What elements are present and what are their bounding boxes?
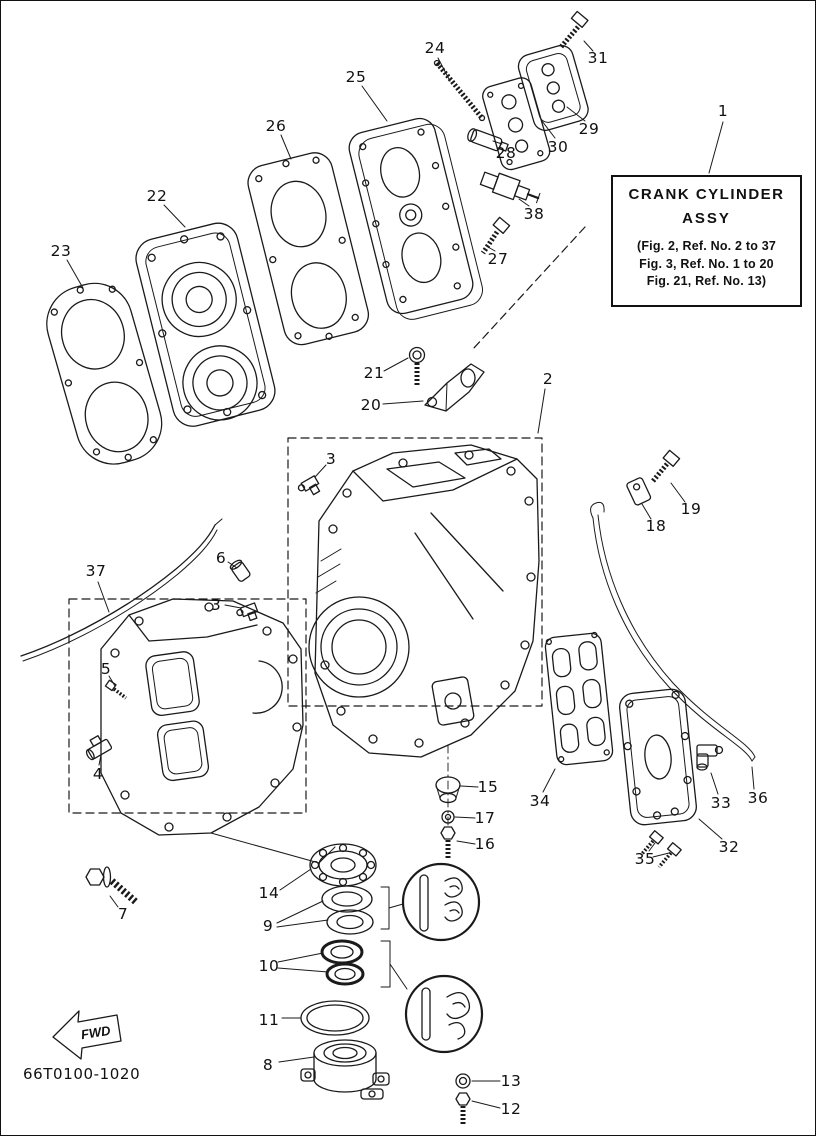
part-37-link-rod: [20, 518, 223, 662]
part-23-gasket: [46, 282, 163, 465]
callout-11: 11: [258, 1011, 280, 1029]
part-34-gasket: [544, 631, 614, 766]
callout-5: 5: [100, 660, 112, 678]
leader-lines: [66, 40, 755, 1109]
callout-35: 35: [634, 850, 656, 868]
diagram-code: 66T0100-1020: [23, 1065, 141, 1083]
callout-18: 18: [645, 517, 667, 535]
part-13-washer: [455, 1073, 471, 1089]
part-20-bracket: [424, 363, 485, 412]
part-3-fittings: [236, 475, 321, 622]
callout-22: 22: [146, 187, 168, 205]
part-22-cylinder-head: [135, 222, 276, 427]
callout-16: 16: [474, 835, 496, 853]
part-15-grommet: [435, 744, 461, 828]
ref-line-3: Fig. 21, Ref. No. 13): [646, 274, 767, 288]
callout-29: 29: [578, 120, 600, 138]
callout-1: 1: [717, 102, 729, 120]
part-27-bolt: [480, 216, 511, 255]
callout-34: 34: [529, 792, 551, 810]
ref-line-2: Fig. 3, Ref. No. 1 to 20: [639, 256, 774, 271]
callout-33: 33: [710, 794, 732, 812]
part-2-cylinder-block: [308, 444, 540, 758]
callout-6: 6: [215, 549, 227, 567]
callout-4: 4: [92, 765, 104, 783]
callout-3b: 3: [210, 596, 222, 614]
part-36-hose: [590, 501, 756, 762]
callout-12: 12: [500, 1100, 522, 1118]
callout-10: 10: [258, 957, 280, 975]
callout-7: 7: [117, 905, 129, 923]
detail-circle-a: [401, 862, 481, 942]
part-6-pin: [229, 559, 251, 582]
assembly-subtitle: ASSY: [682, 210, 731, 227]
crankcase-half: [100, 598, 336, 864]
callout-14: 14: [258, 884, 280, 902]
callout-27: 27: [487, 250, 509, 268]
callout-13: 13: [500, 1072, 522, 1090]
callout-24: 24: [424, 39, 446, 57]
part-31-bolt: [559, 10, 589, 49]
callout-17: 17: [474, 809, 496, 827]
fwd-label: FWD: [80, 1023, 112, 1043]
callout-9: 9: [262, 917, 274, 935]
callout-15: 15: [477, 778, 499, 796]
callout-2: 2: [542, 370, 554, 388]
callout-30: 30: [547, 138, 569, 156]
part-10-seal-rings: [320, 939, 365, 986]
part-29-cover: [517, 44, 589, 131]
part-5-bolt: [104, 679, 128, 700]
part-18-fitting: [626, 477, 652, 506]
callout-3a: 3: [325, 450, 337, 468]
callout-20: 20: [360, 396, 382, 414]
callout-26: 26: [265, 117, 287, 135]
detail-brackets: [380, 886, 408, 990]
part-32-side-cover: [619, 688, 697, 826]
callout-21: 21: [363, 364, 385, 382]
callout-37: 37: [85, 562, 107, 580]
fwd-arrow: FWD: [52, 1010, 122, 1060]
part-28-fitting: [467, 128, 509, 152]
part-35-bolts: [639, 830, 682, 869]
callout-8: 8: [262, 1056, 274, 1074]
ref-line-1: (Fig. 2, Ref. No. 2 to 37: [636, 239, 777, 253]
part-38-spark-plug: [479, 171, 541, 204]
part-24-stud-bolt: [433, 59, 486, 122]
callout-36: 36: [747, 789, 769, 807]
callout-25: 25: [345, 68, 367, 86]
detail-circle-b: [404, 974, 484, 1054]
part-11-o-ring: [300, 1000, 370, 1036]
assembly-title-box: CRANK CYLINDER ASSY (Fig. 2, Ref. No. 2 …: [611, 175, 802, 307]
part-21-bolt: [408, 346, 426, 385]
part-14-bearing: [309, 843, 377, 887]
part-26-gasket: [247, 152, 370, 346]
part-4-fitting: [85, 735, 113, 761]
part-19-bolt: [651, 449, 681, 483]
part-12-bolt: [455, 1092, 471, 1125]
part-33-elbow-fitting: [696, 744, 724, 771]
part-8-seal-housing: [300, 1039, 390, 1100]
part-7-bolt: [85, 866, 140, 906]
callout-28: 28: [495, 144, 517, 162]
assembly-dashed-outline: [68, 226, 586, 814]
part-25-cover-plate: [348, 117, 483, 320]
part-16-bolt: [440, 826, 456, 859]
assembly-title: CRANK CYLINDER: [628, 186, 785, 203]
callout-31: 31: [587, 49, 609, 67]
part-9-oil-seals: [321, 885, 374, 935]
callout-23: 23: [50, 242, 72, 260]
assembly-ref-notes: (Fig. 2, Ref. No. 2 to 37 Fig. 3, Ref. N…: [616, 238, 797, 291]
part-17-washer: [441, 810, 455, 824]
callout-19: 19: [680, 500, 702, 518]
callout-38: 38: [523, 205, 545, 223]
callout-32: 32: [718, 838, 740, 856]
